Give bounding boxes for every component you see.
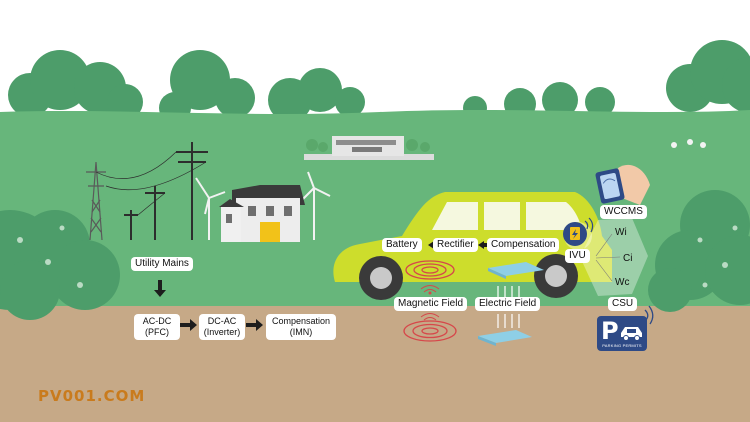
wind-turbines — [195, 171, 331, 240]
parking-caption: PARKING PERMITS — [602, 343, 642, 348]
ivu-icon — [563, 217, 594, 246]
utility-mains-label: Utility Mains — [131, 257, 193, 271]
magnetic-field-label: Magnetic Field — [394, 297, 468, 311]
phone-in-hand — [595, 164, 650, 205]
wi-label: Wi — [615, 227, 627, 238]
ac-dc-title: AC-DC — [142, 316, 172, 326]
compensation-imn-title: Compensation — [271, 316, 331, 326]
power-pylon — [86, 161, 106, 241]
dc-ac-box: DC-AC (Inverter) — [199, 314, 245, 340]
parking-letter: P — [601, 317, 619, 345]
comm-lines — [595, 233, 621, 282]
down-arrow-icon — [154, 280, 166, 297]
vehicle-coil — [405, 260, 455, 280]
ac-dc-subtitle: (PFC) — [145, 327, 169, 337]
ivu-label: IVU — [565, 249, 590, 263]
wccms-label: WCCMS — [600, 205, 647, 219]
car-wheels — [359, 254, 578, 300]
electric-field-label: Electric Field — [475, 297, 541, 311]
compensation-vehicle-label: Compensation — [487, 238, 560, 252]
foreground-bushes — [0, 190, 750, 320]
car-icon — [621, 327, 642, 341]
compensation-imn-subtitle: (IMN) — [289, 327, 313, 337]
dc-ac-subtitle: (Inverter) — [203, 327, 241, 337]
distant-building — [304, 136, 434, 160]
ground-coil — [403, 320, 457, 342]
utility-poles — [124, 142, 208, 240]
ci-label: Ci — [623, 253, 633, 264]
battery-label: Battery — [382, 238, 422, 252]
vehicle-plate — [488, 262, 544, 276]
light-bulbs — [671, 139, 706, 148]
parking-sign: P PARKING PERMITS — [597, 316, 647, 351]
chain-arrows — [180, 319, 263, 331]
house — [219, 185, 305, 242]
dc-ac-title: DC-AC — [207, 316, 237, 326]
watermark: PV001.COM — [38, 387, 146, 405]
csu-label: CSU — [608, 297, 638, 311]
wave-icon — [420, 285, 440, 293]
background-tree-line — [8, 40, 750, 124]
ground-plate — [478, 330, 532, 343]
ac-dc-box: AC-DC (PFC) — [134, 314, 180, 340]
compensation-imn-box: Compensation (IMN) — [266, 314, 336, 340]
wc-label: Wc — [615, 277, 630, 288]
rectifier-label: Rectifier — [433, 238, 478, 252]
